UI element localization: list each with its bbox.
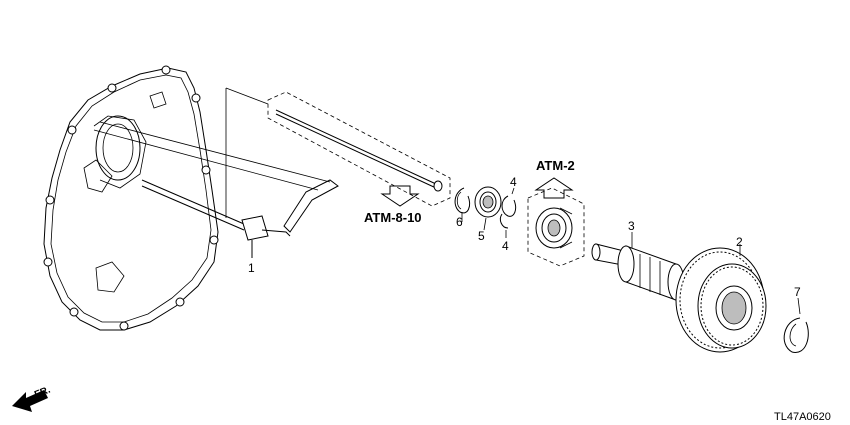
- part-7-snap-ring: [783, 297, 809, 353]
- reference-atm-2: ATM-2: [536, 158, 575, 173]
- reference-atm-8-10: ATM-8-10: [364, 210, 422, 225]
- front-direction-label: FR.: [33, 384, 52, 400]
- part-5-bearing: [474, 186, 502, 231]
- part-1-oil-pipe: [93, 121, 339, 258]
- callout-4-upper: 4: [510, 175, 517, 189]
- atm-2-bearing-group: [527, 187, 585, 267]
- part-4-shim-lower: [499, 213, 509, 238]
- callout-5: 5: [478, 229, 485, 243]
- part-6-snap-ring: [454, 187, 471, 222]
- diagram-code: TL47A0620: [774, 411, 831, 423]
- front-direction-arrow: FR.: [12, 384, 52, 412]
- arrow-up-to-atm-2: [534, 177, 574, 199]
- callout-7: 7: [794, 285, 801, 299]
- part-3-countershaft: [591, 232, 685, 301]
- callout-2: 2: [736, 235, 743, 249]
- case-cover: [43, 65, 219, 331]
- arrow-down-to-atm-8-10: [380, 185, 420, 207]
- callout-4-lower: 4: [502, 239, 509, 253]
- callout-6: 6: [456, 215, 463, 229]
- callout-3: 3: [628, 219, 635, 233]
- part-4-shim-upper: [501, 187, 517, 217]
- shaft-group: [225, 87, 451, 218]
- callout-1: 1: [248, 261, 255, 275]
- part-2-gear: [675, 244, 767, 353]
